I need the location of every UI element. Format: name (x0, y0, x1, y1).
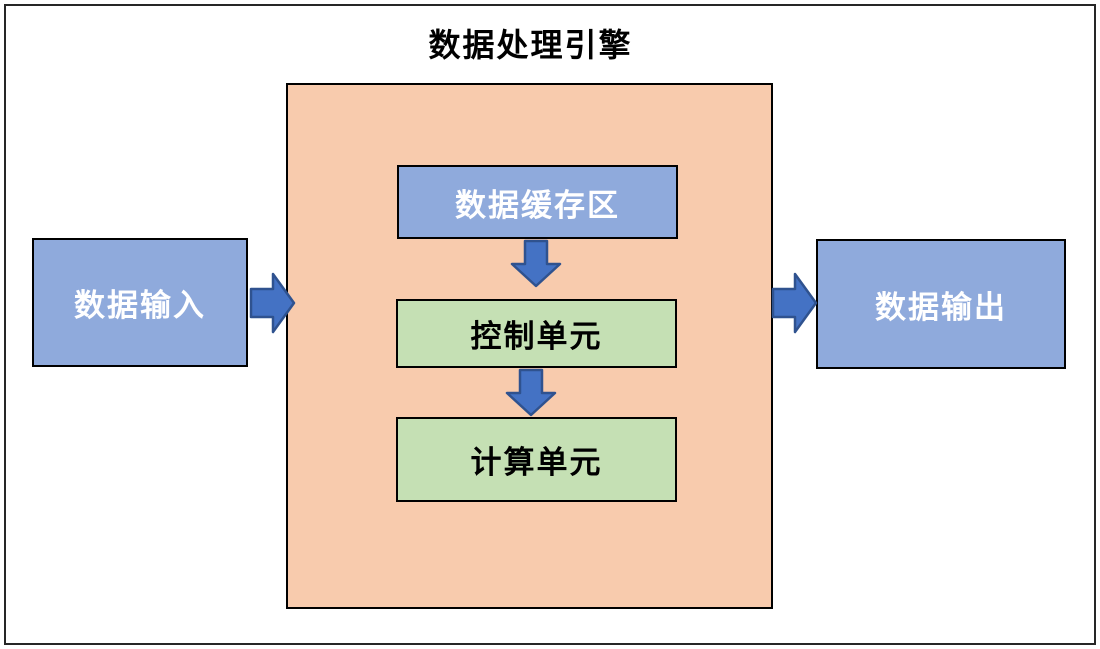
node-data-output-label: 数据输出 (875, 289, 1007, 325)
node-compute-unit: 计算单元 (396, 417, 677, 502)
node-data-input: 数据输入 (32, 238, 248, 367)
arrow-input-to-engine-icon (249, 272, 296, 334)
arrow-control-to-compute-icon (505, 368, 557, 417)
node-compute-unit-label: 计算单元 (470, 445, 603, 480)
node-control-unit: 控制单元 (396, 299, 677, 368)
arrow-engine-to-output-icon (771, 272, 818, 334)
node-data-input-label: 数据输入 (74, 288, 206, 323)
diagram-title: 数据处理引擎 (428, 27, 633, 63)
arrow-buffer-to-control-icon (510, 239, 562, 288)
node-data-output: 数据输出 (816, 239, 1066, 369)
node-control-unit-label: 控制单元 (470, 319, 603, 354)
node-data-buffer: 数据缓存区 (397, 165, 678, 239)
node-data-buffer-label: 数据缓存区 (455, 187, 620, 223)
